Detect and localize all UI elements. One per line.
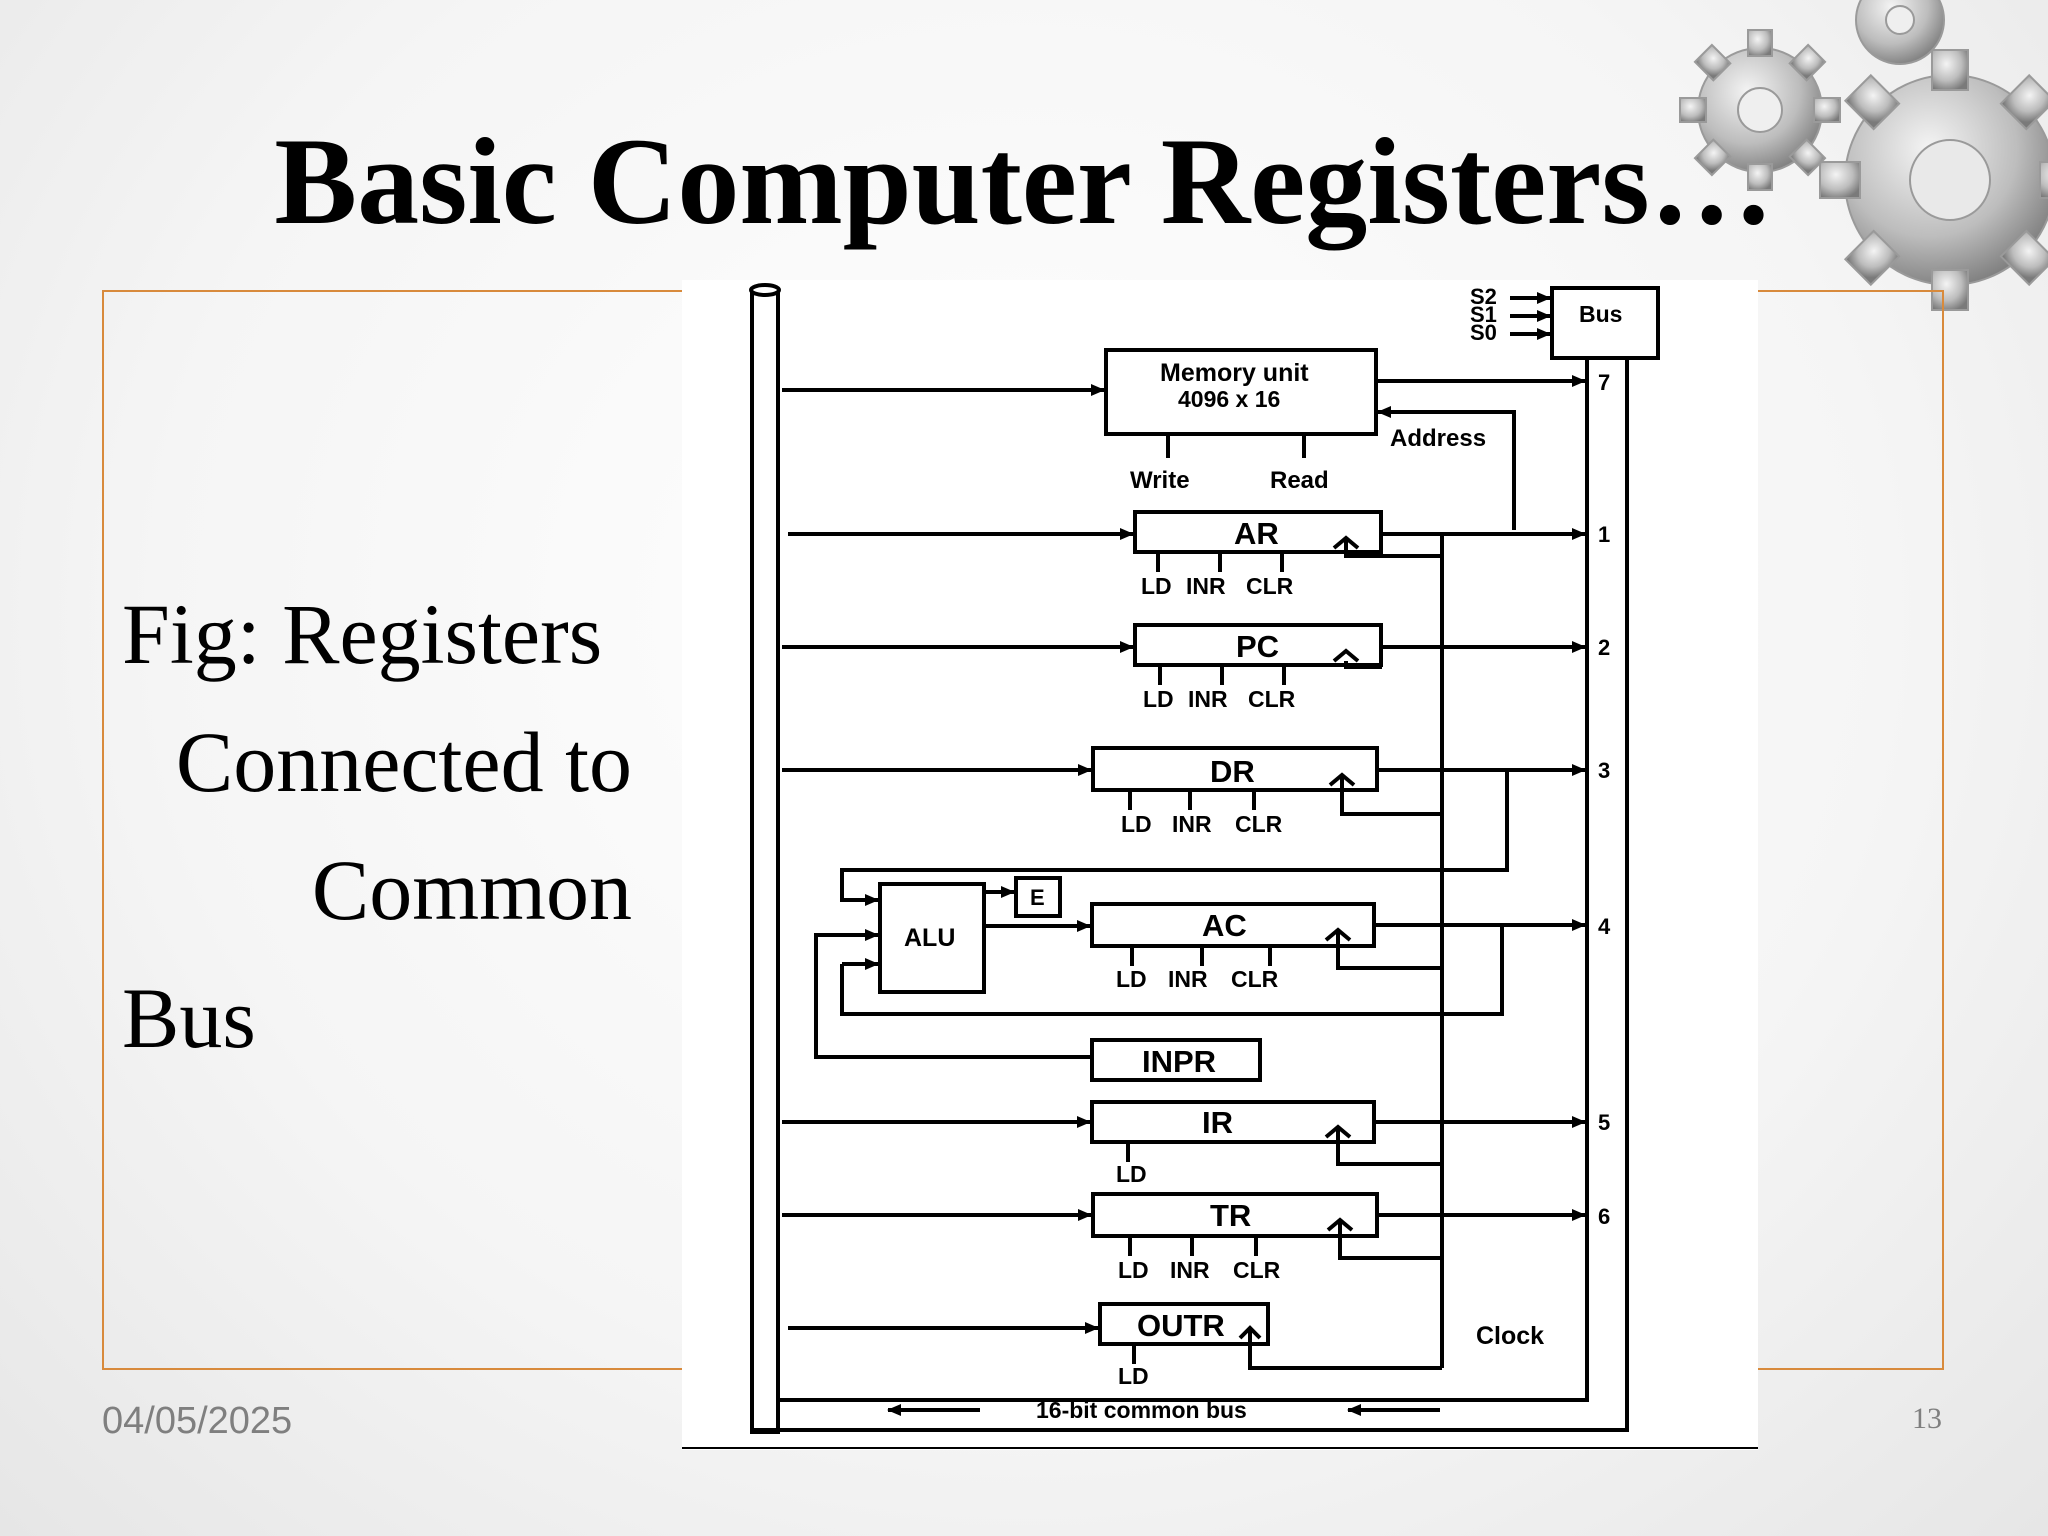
register-ir-box: [1090, 1100, 1376, 1144]
memory-write-label: Write: [1130, 467, 1190, 494]
pc-clr: CLR: [1248, 686, 1296, 712]
bus-input-3: 3: [1598, 758, 1610, 783]
caption-line: Fig: Registers: [122, 586, 603, 682]
register-ar-label: AR: [1234, 516, 1279, 551]
select-line-s2: S2: [1470, 284, 1497, 309]
memory-unit-box: [1104, 348, 1378, 436]
register-inpr-box: [1090, 1038, 1262, 1082]
alu-label: ALU: [904, 924, 955, 952]
ir-ld: LD: [1116, 1161, 1147, 1187]
tr-inr: INR: [1170, 1257, 1210, 1283]
footer-date: 04/05/2025: [102, 1400, 293, 1442]
clock-label: Clock: [1476, 1322, 1544, 1350]
common-bus-label: 16-bit common bus: [1036, 1397, 1247, 1423]
register-inpr-label: INPR: [1142, 1044, 1216, 1079]
gears-decoration-icon: [1679, 0, 2048, 311]
address-label: Address: [1390, 425, 1486, 452]
ac-ld: LD: [1116, 966, 1147, 992]
register-ir-label: IR: [1202, 1105, 1233, 1140]
slide-title: Basic Computer Registers…: [274, 113, 1774, 250]
e-flag-label: E: [1030, 885, 1045, 910]
ac-clr: CLR: [1231, 966, 1279, 992]
bus-input-7: 7: [1598, 370, 1610, 395]
bus-select-box: [1550, 286, 1660, 360]
bus-input-6: 6: [1598, 1204, 1610, 1229]
select-line-s0: S0: [1470, 320, 1497, 345]
pc-inr: INR: [1188, 686, 1228, 712]
memory-unit-name: Memory unit: [1160, 359, 1309, 387]
figure-caption: Fig: Registers Connected to Common Bus: [122, 570, 632, 1082]
bus-input-2: 2: [1598, 635, 1610, 660]
caption-line: Connected to: [175, 714, 632, 810]
caption-line: Bus: [122, 970, 256, 1066]
register-dr-label: DR: [1210, 754, 1255, 789]
page-number: 13: [1912, 1402, 1942, 1435]
bus-input-5: 5: [1598, 1110, 1610, 1135]
bus-label: Bus: [1579, 301, 1622, 327]
register-pc-label: PC: [1236, 629, 1279, 664]
alu-box: [878, 882, 986, 994]
memory-read-label: Read: [1270, 467, 1329, 494]
tr-ld: LD: [1118, 1257, 1149, 1283]
memory-unit-size: 4096 x 16: [1178, 386, 1280, 412]
register-outr-label: OUTR: [1137, 1308, 1225, 1343]
ar-inr: INR: [1186, 573, 1226, 599]
diagram-svg: S2 S1 S0 Bus Memory unit 4096 x 16 Write…: [682, 283, 1758, 1449]
register-tr-label: TR: [1210, 1198, 1251, 1233]
bus-input-1: 1: [1598, 522, 1610, 547]
outr-ld: LD: [1118, 1363, 1149, 1389]
dr-ld: LD: [1121, 811, 1152, 837]
bus-input-4: 4: [1598, 914, 1611, 939]
bus-pipe-top: [749, 283, 781, 297]
register-ac-label: AC: [1202, 908, 1247, 943]
dr-inr: INR: [1172, 811, 1212, 837]
common-bus-diagram: S2 S1 S0 Bus Memory unit 4096 x 16 Write…: [682, 280, 1758, 1450]
tr-clr: CLR: [1233, 1257, 1281, 1283]
caption-line: Common: [311, 842, 632, 938]
ac-inr: INR: [1168, 966, 1208, 992]
dr-clr: CLR: [1235, 811, 1283, 837]
ar-ld: LD: [1141, 573, 1172, 599]
e-flag-box: [1014, 876, 1062, 918]
common-bus-pipe: [750, 288, 780, 1434]
ar-clr: CLR: [1246, 573, 1294, 599]
select-line-s1: S1: [1470, 302, 1497, 327]
pc-ld: LD: [1143, 686, 1174, 712]
